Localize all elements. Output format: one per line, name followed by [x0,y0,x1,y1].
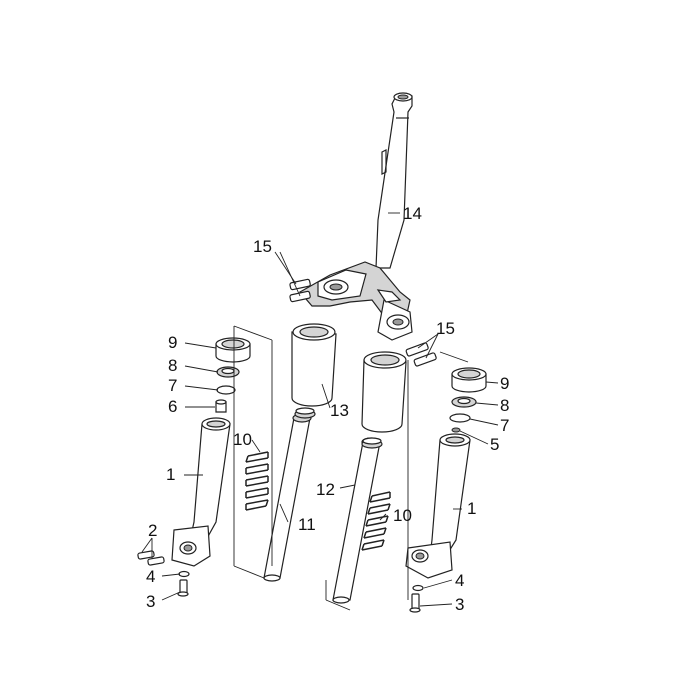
cover-tube-right [361,351,407,433]
label-10-left: 10 [233,430,252,449]
fork-leg-right [405,433,471,579]
label-8-left: 8 [168,356,177,375]
callout-labels: 14 15 15 9 8 7 6 1 2 4 3 10 11 13 12 10 … [146,204,509,614]
label-7-right: 7 [500,416,509,435]
spring-right [361,491,391,551]
oil-seal-9-left [215,337,251,363]
washer-8-left [216,366,240,378]
steering-stem [375,92,413,269]
washer-4-left [178,570,190,578]
label-9-left: 9 [168,333,177,352]
bolt-3-left [177,579,189,597]
clamp-bolts-left [289,278,311,303]
washer-8-right [451,396,477,408]
label-9-right: 9 [500,374,509,393]
tube-seal-left [294,407,316,419]
circlip-7-left [216,385,236,395]
label-1-right: 1 [467,499,476,518]
label-6: 6 [168,397,177,416]
fork-tube-right [332,437,381,604]
label-1-left: 1 [166,465,175,484]
washer-4-right [412,584,424,592]
clamp-bolts-right [405,342,437,367]
label-8-right: 8 [500,396,509,415]
label-7-left: 7 [168,376,177,395]
oil-seal-9-right [451,367,487,393]
triple-clamp [299,261,413,341]
circlip-7-right [449,413,471,423]
label-13: 13 [330,401,349,420]
label-2: 2 [148,521,157,540]
tube-seal-right [361,437,383,449]
axle-bolts-2 [137,550,165,566]
label-5: 5 [490,435,499,454]
fork-leg-left [171,417,231,567]
label-15-left: 15 [253,237,272,256]
assembly-guide-right [325,351,469,611]
label-4-right: 4 [455,571,464,590]
nut-5 [451,427,461,433]
label-11: 11 [298,515,316,534]
bolt-3-right [409,593,421,613]
label-15-right: 15 [436,319,455,338]
label-12: 12 [316,480,335,499]
label-4-left: 4 [146,567,155,586]
leader-lines [141,212,499,607]
label-14: 14 [403,204,422,223]
label-3-left: 3 [146,592,155,611]
assembly-guide-left [233,325,273,579]
bushing-6 [215,399,227,413]
fork-tube-left [263,413,312,582]
spring-left [245,451,269,511]
label-3-right: 3 [455,595,464,614]
label-10-right: 10 [393,506,412,525]
cover-tube-left [291,323,337,407]
